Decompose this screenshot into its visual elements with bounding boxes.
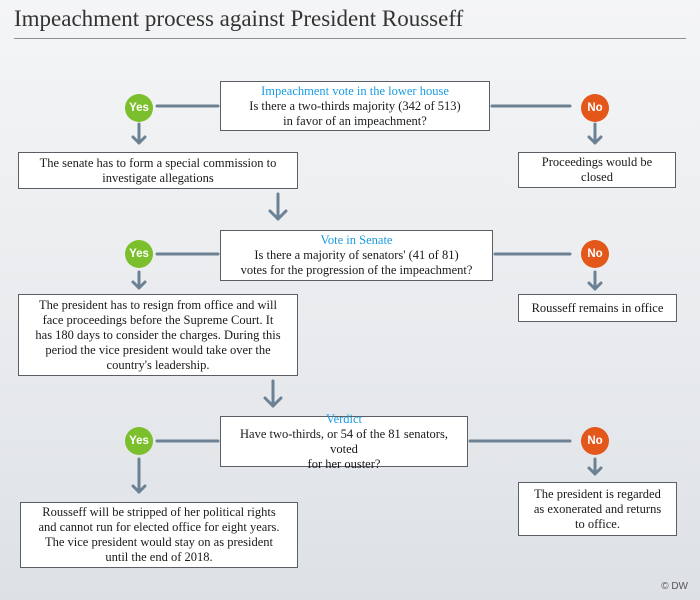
step1-yes-badge: Yes <box>125 94 153 122</box>
step1-question-box: Impeachment vote in the lower house Is t… <box>220 81 490 131</box>
step1-heading: Impeachment vote in the lower house <box>261 83 449 98</box>
step1-yes-arrow <box>131 135 147 145</box>
step1-no-outcome: Proceedings would be closed <box>541 155 653 184</box>
step3-yes-badge: Yes <box>125 427 153 455</box>
copyright-label: © DW <box>661 581 688 592</box>
step2-to-step3-arrow <box>263 396 283 408</box>
step2-yes-outcome-box: The president has to resign from office … <box>18 294 298 376</box>
step3-no-outcome: The president is regarded as exonerated … <box>533 486 662 531</box>
step2-no-outcome: Rousseff remains in office <box>531 300 664 315</box>
diagram-title: Impeachment process against President Ro… <box>14 6 464 31</box>
step2-no-badge: No <box>581 240 609 268</box>
title-divider <box>14 38 686 39</box>
step3-heading: Verdict <box>325 411 363 426</box>
step2-no-arrow <box>587 281 603 291</box>
step1-no-badge: No <box>581 94 609 122</box>
step2-yes-badge: Yes <box>125 240 153 268</box>
step1-to-step2-arrow <box>268 209 288 221</box>
step1-question: Is there a two-thirds majority (342 of 5… <box>249 98 461 128</box>
step2-question: Is there a majority of senators' (41 of … <box>240 248 473 277</box>
step3-no-outcome-box: The president is regarded as exonerated … <box>518 482 677 536</box>
step3-yes-outcome-box: Rousseff will be stripped of her politic… <box>20 502 298 568</box>
step2-question-box: Vote in Senate Is there a majority of se… <box>220 230 493 281</box>
step3-question-box: Verdict Have two-thirds, or 54 of the 81… <box>220 412 468 471</box>
step2-heading: Vote in Senate <box>320 233 393 247</box>
step3-no-arrow <box>587 466 603 476</box>
step1-no-outcome-box: Proceedings would be closed <box>518 152 676 188</box>
step1-yes-outcome-box: The senate has to form a special commiss… <box>18 152 298 189</box>
step3-yes-outcome: Rousseff will be stripped of her politic… <box>38 505 280 564</box>
step3-question: Have two-thirds, or 54 of the 81 senator… <box>240 426 448 471</box>
step3-no-badge: No <box>581 427 609 455</box>
step1-yes-outcome: The senate has to form a special commiss… <box>39 155 277 185</box>
step1-no-arrow <box>587 135 603 145</box>
step3-yes-arrow <box>131 484 147 494</box>
step2-yes-arrow <box>131 280 147 290</box>
step2-no-outcome-box: Rousseff remains in office <box>518 294 677 322</box>
step2-yes-outcome: The president has to resign from office … <box>35 297 281 372</box>
